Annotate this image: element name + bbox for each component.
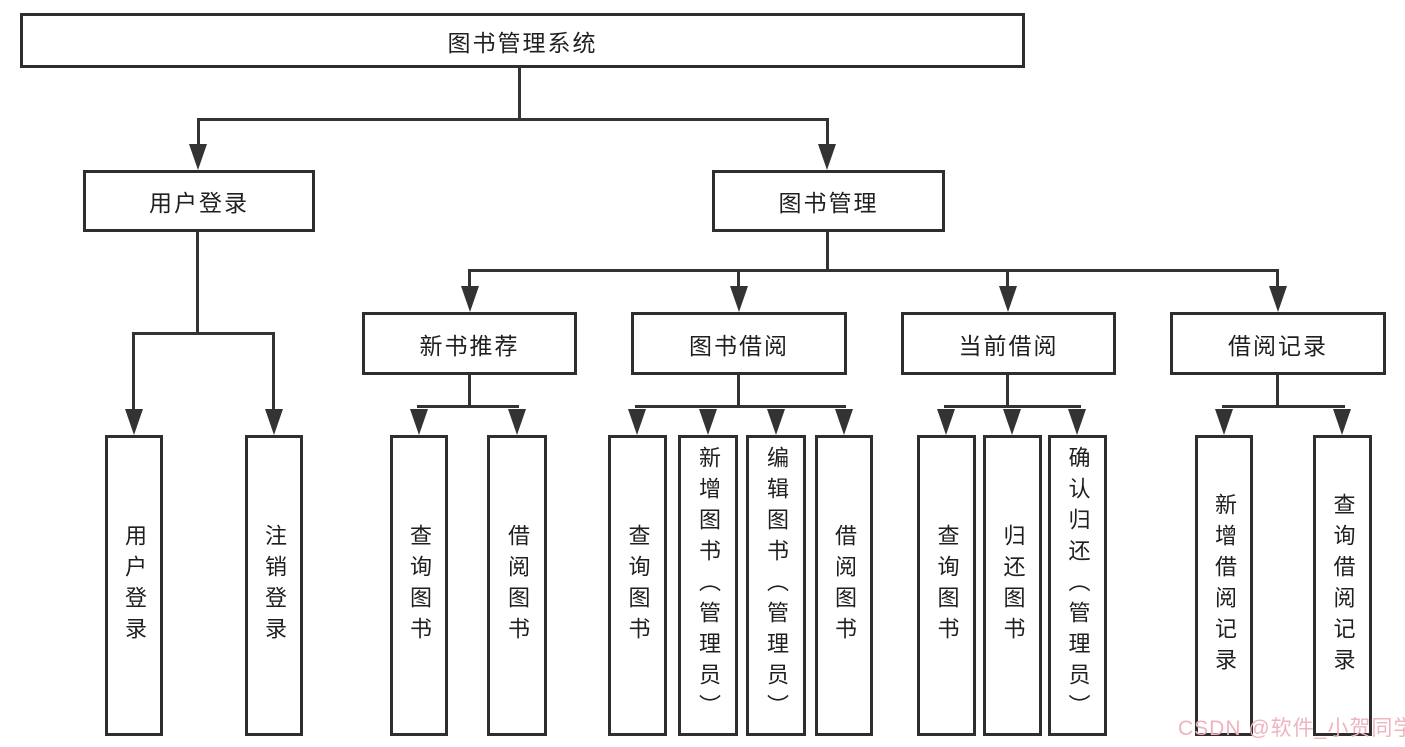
connector-drop-borrow-records xyxy=(1276,269,1279,288)
leaf-user-login: 用户登录 xyxy=(105,435,163,736)
connector-borrow-records-bar xyxy=(1222,405,1345,408)
leaf-records-add: 新增借阅记录 xyxy=(1195,435,1253,736)
node-new-book-rec: 新书推荐 xyxy=(362,312,577,375)
connector-user-login-bar xyxy=(132,332,275,335)
node-book-mgmt-label: 图书管理 xyxy=(778,190,879,216)
connector-borrow-records-stub xyxy=(1276,375,1279,408)
leaf-borrow-add-label: 新增图书（管理员） xyxy=(696,446,721,725)
connector-new-book-rec-stub xyxy=(468,375,471,408)
leaf-records-query-label: 查询借阅记录 xyxy=(1330,492,1356,679)
arrow-down-icon xyxy=(410,409,428,435)
leaf-newbook-query-label: 查询图书 xyxy=(407,523,432,648)
arrow-down-icon xyxy=(1068,409,1086,435)
arrow-down-icon xyxy=(1003,409,1021,435)
arrow-down-icon xyxy=(1269,286,1287,312)
node-borrow-records-label: 借阅记录 xyxy=(1228,332,1328,359)
node-book-borrow: 图书借阅 xyxy=(631,312,847,375)
connector-drop-leaf-logout xyxy=(272,332,275,410)
connector-level2-bar xyxy=(197,118,829,121)
leaf-user-login-label: 用户登录 xyxy=(122,523,147,648)
node-user-login: 用户登录 xyxy=(83,170,315,232)
connector-book-mgmt-stub xyxy=(826,232,829,272)
leaf-current-query-label: 查询图书 xyxy=(934,523,960,648)
node-current-borrow: 当前借阅 xyxy=(901,312,1116,375)
arrow-down-icon xyxy=(1333,409,1351,435)
leaf-borrow-query: 查询图书 xyxy=(608,435,667,736)
leaf-records-query: 查询借阅记录 xyxy=(1313,435,1372,736)
connector-level3-bar xyxy=(468,269,1279,272)
connector-book-borrow-stub xyxy=(737,375,740,408)
arrow-down-icon xyxy=(699,409,717,435)
arrow-down-icon xyxy=(628,409,646,435)
arrow-down-icon xyxy=(461,286,479,312)
node-root-label: 图书管理系统 xyxy=(447,29,598,56)
connector-current-borrow-bar xyxy=(944,405,1081,408)
leaf-current-confirm-label: 确认归还（管理员） xyxy=(1065,446,1091,725)
leaf-newbook-query: 查询图书 xyxy=(390,435,448,736)
node-root: 图书管理系统 xyxy=(20,13,1025,68)
connector-current-borrow-stub xyxy=(1006,375,1009,408)
leaf-newbook-borrow: 借阅图书 xyxy=(487,435,547,736)
leaf-borrow-borrow-label: 借阅图书 xyxy=(832,523,857,648)
leaf-borrow-add: 新增图书（管理员） xyxy=(678,435,738,736)
connector-drop-book-mgmt xyxy=(826,118,829,146)
connector-book-borrow-bar xyxy=(635,405,846,408)
node-current-borrow-label: 当前借阅 xyxy=(958,332,1059,359)
arrow-down-icon xyxy=(937,409,955,435)
leaf-logout: 注销登录 xyxy=(245,435,303,736)
leaf-records-add-label: 新增借阅记录 xyxy=(1212,492,1237,679)
node-user-login-label: 用户登录 xyxy=(149,190,249,216)
arrow-down-icon xyxy=(818,144,836,170)
leaf-borrow-edit: 编辑图书（管理员） xyxy=(746,435,806,736)
connector-root-stub xyxy=(518,65,521,118)
connector-drop-current-borrow xyxy=(1006,269,1009,288)
connector-user-login-stub xyxy=(196,232,199,335)
watermark: CSDN @软件_小贺同学 xyxy=(1178,717,1405,740)
arrow-down-icon xyxy=(999,286,1017,312)
arrow-down-icon xyxy=(265,409,283,435)
arrow-down-icon xyxy=(767,409,785,435)
node-book-mgmt: 图书管理 xyxy=(712,170,945,232)
arrow-down-icon xyxy=(125,409,143,435)
connector-drop-new-book-rec xyxy=(468,269,471,288)
leaf-borrow-edit-label: 编辑图书（管理员） xyxy=(764,446,789,725)
arrow-down-icon xyxy=(189,144,207,170)
leaf-borrow-query-label: 查询图书 xyxy=(625,523,651,648)
leaf-current-return-label: 归还图书 xyxy=(1000,523,1026,648)
arrow-down-icon xyxy=(1215,409,1233,435)
leaf-newbook-borrow-label: 借阅图书 xyxy=(505,523,530,648)
leaf-borrow-borrow: 借阅图书 xyxy=(815,435,873,736)
connector-drop-leaf-user-login xyxy=(132,332,135,410)
leaf-current-return: 归还图书 xyxy=(983,435,1042,736)
leaf-current-confirm: 确认归还（管理员） xyxy=(1048,435,1107,736)
leaf-logout-label: 注销登录 xyxy=(262,523,287,648)
arrow-down-icon xyxy=(508,409,526,435)
node-new-book-rec-label: 新书推荐 xyxy=(419,332,520,359)
arrow-down-icon xyxy=(835,409,853,435)
node-borrow-records: 借阅记录 xyxy=(1170,312,1386,375)
leaf-current-query: 查询图书 xyxy=(917,435,976,736)
connector-drop-user-login xyxy=(197,118,200,146)
arrow-down-icon xyxy=(730,286,748,312)
node-book-borrow-label: 图书借阅 xyxy=(689,332,789,359)
connector-new-book-rec-bar xyxy=(417,405,519,408)
connector-drop-book-borrow xyxy=(737,269,740,288)
